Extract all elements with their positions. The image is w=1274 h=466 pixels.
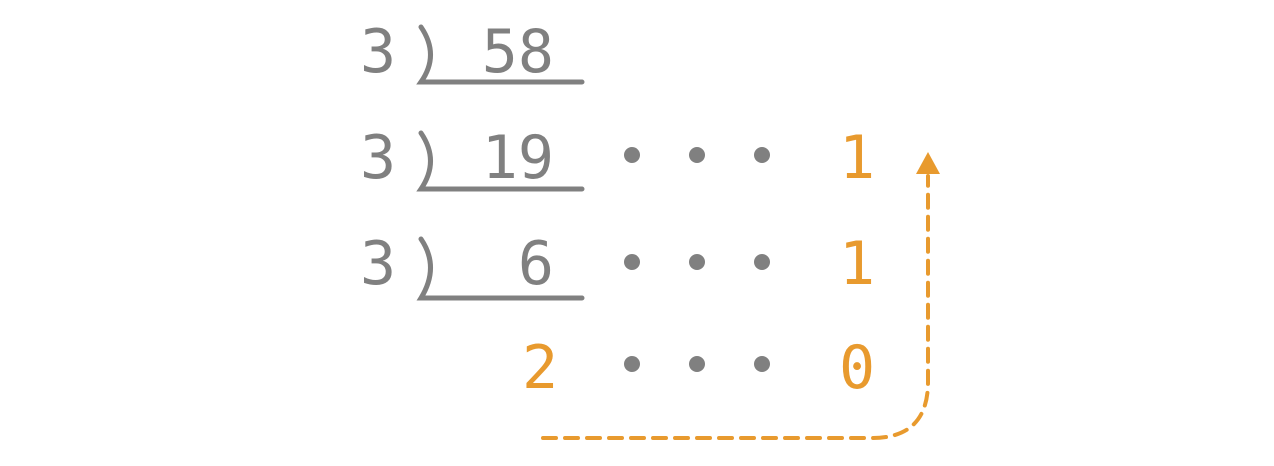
dividend-1: 58 <box>482 17 554 87</box>
division-row-2: 3 19 1 <box>360 123 875 193</box>
dashed-arrow-up-icon <box>541 152 940 440</box>
dividend-2: 19 <box>482 123 554 193</box>
divisor-3: 3 <box>360 229 396 299</box>
division-row-1: 3 58 <box>360 17 585 87</box>
divisor-2: 3 <box>360 123 396 193</box>
final-row: 2 0 <box>522 333 875 403</box>
division-bracket-1 <box>416 24 585 85</box>
remainder-3: 1 <box>839 229 875 299</box>
division-bracket-2 <box>416 130 585 192</box>
division-row-3: 3 6 1 <box>360 229 875 301</box>
remainder-2: 1 <box>839 123 875 193</box>
final-remainder: 0 <box>839 333 875 403</box>
dividend-3: 6 <box>518 229 554 299</box>
ellipsis-dots-3 <box>624 254 770 270</box>
ellipsis-dots-2 <box>624 147 770 163</box>
division-bracket-3 <box>416 236 585 301</box>
final-quotient: 2 <box>522 333 558 403</box>
divisor-1: 3 <box>360 17 396 87</box>
ellipsis-dots-final <box>624 356 770 372</box>
